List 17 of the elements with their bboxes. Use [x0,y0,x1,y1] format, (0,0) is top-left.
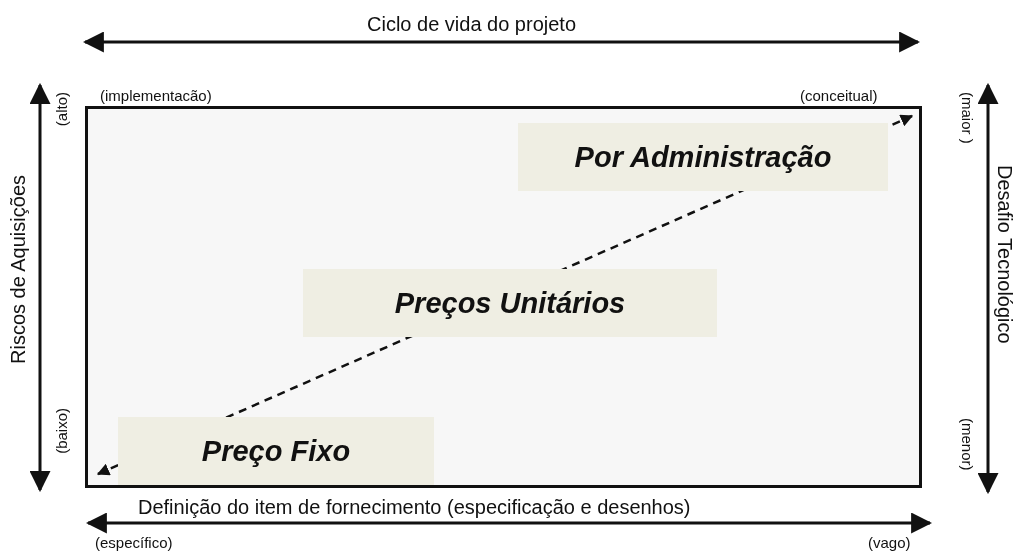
text-box [303,269,717,337]
axis-label: Desafio Tecnológico [995,165,1015,344]
axis-label: (vago) [868,535,911,550]
axis-label: (específico) [95,535,173,550]
axis-label: (conceitual) [800,88,878,103]
axis-label: Riscos de Aquisições [8,175,28,364]
axis-label: (implementacão) [100,88,212,103]
axis-label: (menor) [960,418,975,471]
axis-label: Ciclo de vida do projeto [367,14,576,34]
box-label: Preço Fixo [201,434,351,468]
text-box [518,123,888,191]
axis-label: (alto) [54,92,69,127]
text-box [118,417,434,485]
axis-label: (maior ) [960,92,975,144]
box-label: Preços Unitários [394,286,626,320]
axis-label: (baixo) [54,408,69,454]
box-label: Por Administração [574,140,832,174]
